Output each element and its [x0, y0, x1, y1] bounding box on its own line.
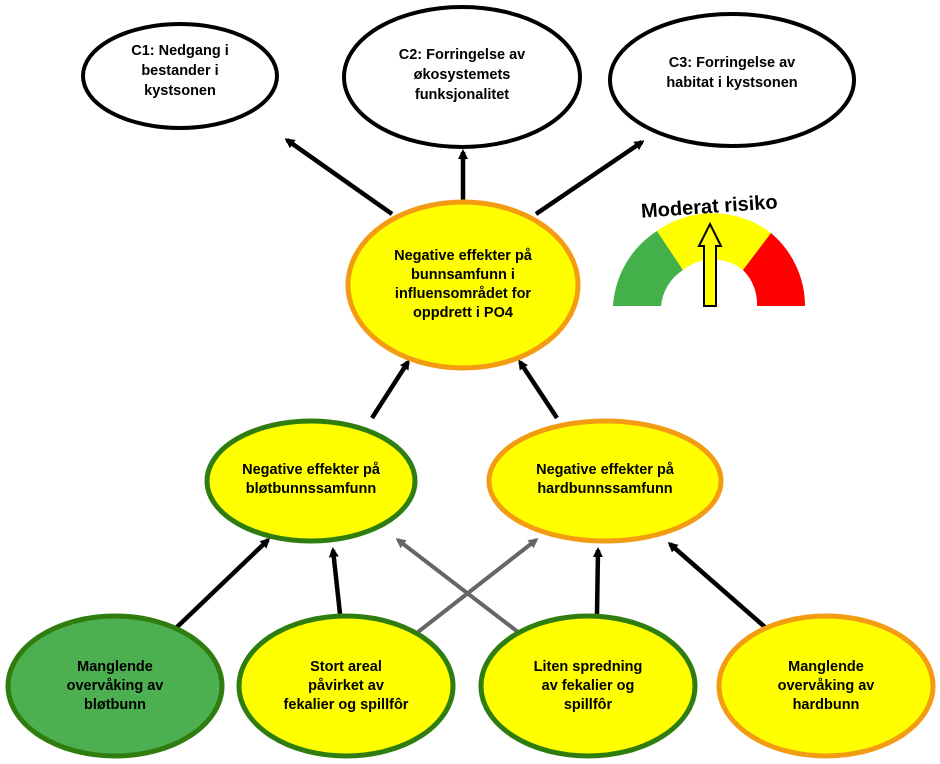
outcome-c2-node [342, 5, 582, 149]
outcome-c3-label: C3: Forringelse av habitat i kystsonen [666, 55, 798, 91]
outcome-c2-label: C2: Forringelse av økosystemets funksjon… [398, 47, 526, 103]
arrow-central-to-c3 [534, 140, 645, 216]
arrow-d3-to-soft [395, 538, 520, 634]
driver-d1-label: Manglende overvåking av bløtbunn [66, 658, 164, 713]
gauge-low-segment [613, 231, 683, 306]
arrow-hard-to-central [518, 359, 559, 420]
gauge-high-segment [743, 233, 805, 306]
arrow-d4-to-hard [667, 542, 768, 630]
driver-d2-label: Stort areal påvirket av fekalier og spil… [283, 658, 409, 713]
mid-soft-label: Negative effekter på bløtbunnssamfunn [242, 462, 380, 497]
arrow-soft-to-central [370, 359, 410, 420]
outcome-c1-label: C1: Nedgang i bestander i kystsonen [131, 43, 229, 99]
mid-hard-label: Negative effekter på hardbunnssamfunn [536, 462, 674, 497]
arrow-d2-to-soft [328, 547, 343, 615]
driver-d3-node [478, 613, 698, 759]
gauge-needle-arrow [697, 221, 723, 307]
driver-d4-node [716, 613, 936, 759]
driver-d4-label: Manglende overvåking av hardbunn [777, 658, 875, 713]
driver-d1-node [5, 613, 225, 759]
arrow-d2-to-hard [416, 538, 539, 634]
arrow-d3-to-hard [592, 547, 603, 615]
driver-d3-label: Liten spredning av fekalier og spillfôr [533, 658, 643, 713]
driver-d2-node [236, 613, 456, 759]
arrow-d1-to-soft [174, 537, 271, 630]
outcome-c1-node [81, 22, 279, 130]
central-label: Negative effekter på bunnsamfunn i influ… [394, 248, 532, 321]
central-node [345, 199, 581, 371]
risk-gauge [613, 213, 805, 307]
arrow-central-to-c1 [284, 138, 394, 216]
mid-soft-node [204, 418, 418, 544]
outcome-c3-node [608, 12, 856, 148]
mid-hard-node [486, 418, 724, 544]
